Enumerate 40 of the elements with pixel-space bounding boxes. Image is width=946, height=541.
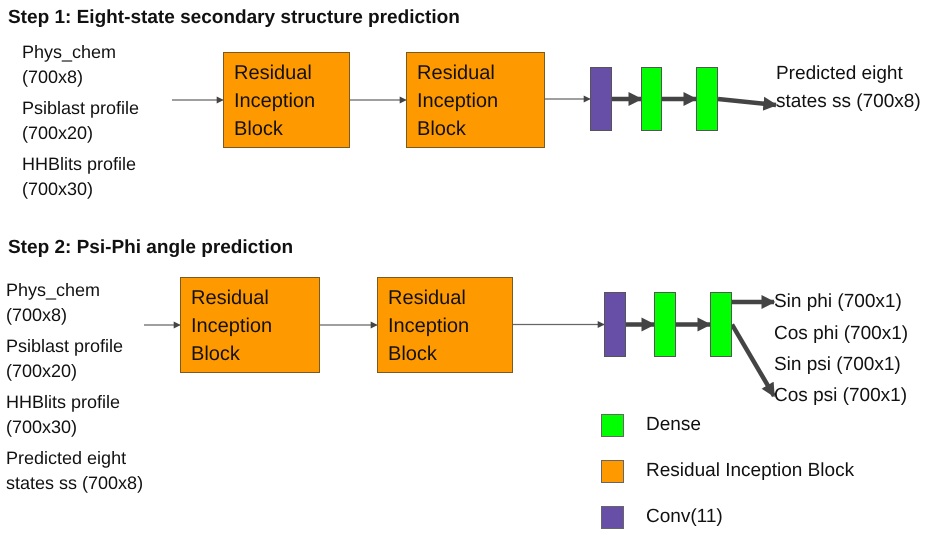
input-feature-text: HHBlits profile (700x30)	[22, 153, 138, 201]
dense-layer-box	[654, 292, 676, 357]
arrow	[612, 92, 642, 106]
arrow	[626, 318, 656, 332]
arrow	[730, 323, 776, 398]
input-feature-text: Psiblast profile (700x20)	[22, 97, 140, 145]
residual-inception-block: Residual Inception Block	[377, 277, 513, 373]
dense-layer-box	[696, 67, 718, 131]
output-text: Cos phi (700x1)	[774, 322, 910, 346]
arrow	[732, 295, 776, 309]
output-text: Sin psi (700x1)	[774, 353, 902, 377]
arrow	[545, 96, 591, 102]
input-feature-text: Psiblast profile (700x20)	[6, 335, 124, 383]
step-heading: Step 1: Eight-state secondary structure prediction	[8, 6, 460, 30]
step-heading: Step 2: Psi-Phi angle prediction	[8, 236, 294, 260]
legend-text: Residual Inception Block	[646, 458, 854, 483]
input-feature-text: Phys_chem (700x8)	[6, 279, 102, 327]
input-feature-text: Phys_chem (700x8)	[22, 41, 118, 89]
dense-layer-box	[641, 67, 662, 131]
residual-inception-block: Residual Inception Block	[406, 52, 545, 148]
input-feature-text: HHBlits profile (700x30)	[6, 391, 122, 439]
arrow	[144, 322, 181, 328]
dense-layer-box	[710, 292, 732, 357]
arrow	[172, 96, 224, 104]
conv-layer-box	[590, 67, 612, 131]
legend-text: Dense	[646, 412, 701, 437]
output-text: Cos psi (700x1)	[774, 384, 908, 408]
residual-inception-block: Residual Inception Block	[223, 52, 350, 148]
arrow	[513, 321, 605, 328]
residual-inception-block: Residual Inception Block	[180, 277, 320, 373]
arrow	[718, 96, 778, 111]
output-text: Sin phi (700x1)	[774, 290, 903, 314]
input-feature-text: Predicted eight states ss (700x8)	[6, 447, 144, 495]
arrow	[662, 92, 698, 106]
conv-layer-box	[604, 292, 626, 357]
arrow	[320, 322, 378, 328]
arrow	[676, 318, 712, 332]
legend-text: Conv(11)	[646, 504, 723, 529]
arrow	[350, 96, 407, 104]
output-text: Predicted eight states ss (700x8)	[776, 62, 922, 114]
